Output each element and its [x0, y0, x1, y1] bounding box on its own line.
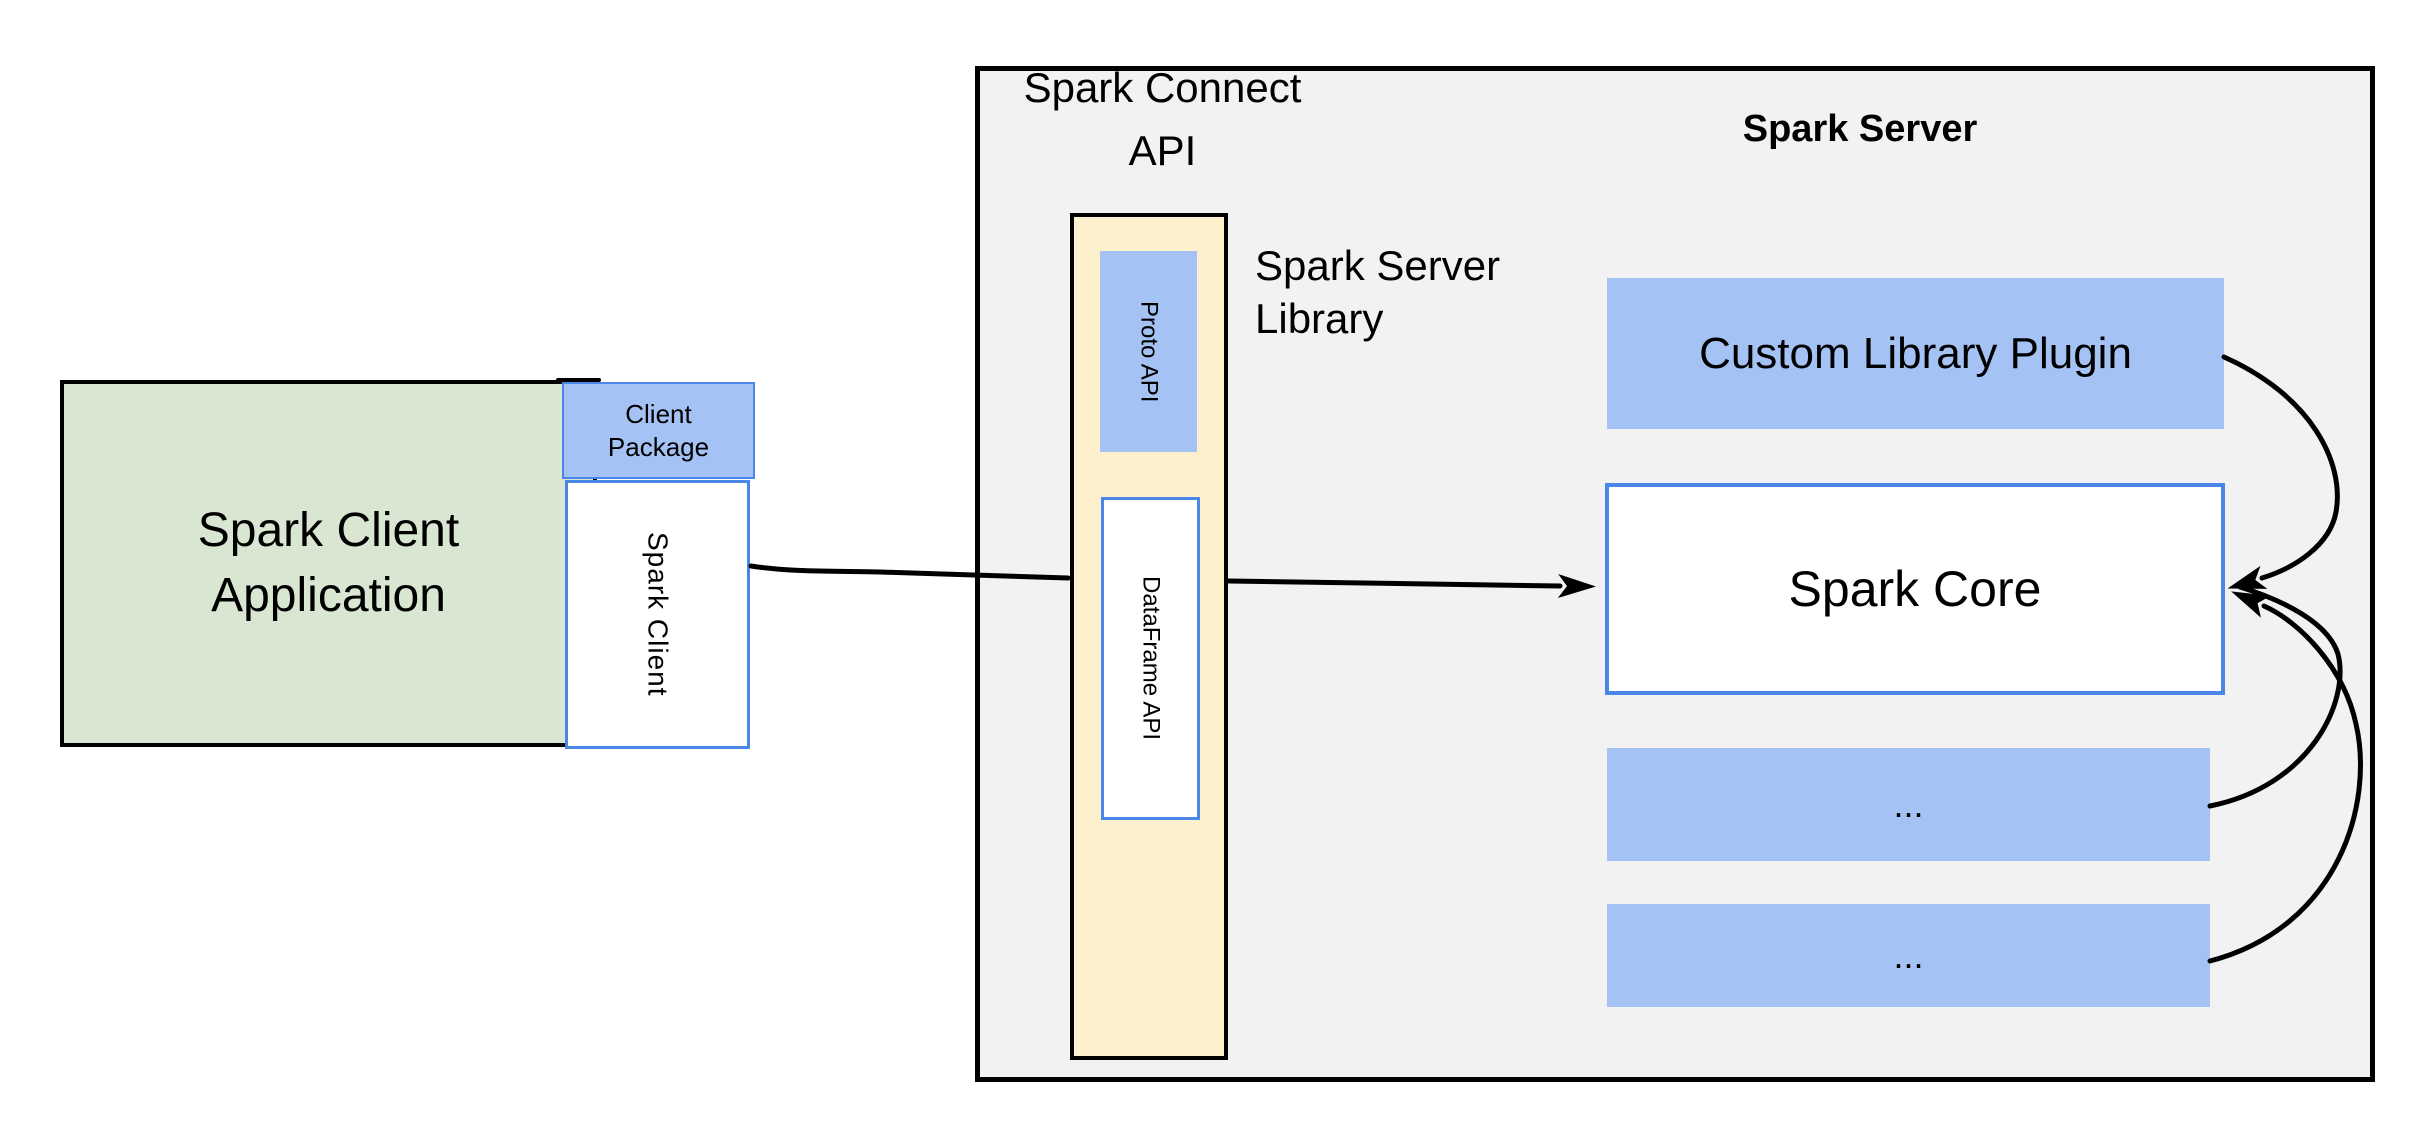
dataframe-api-box: DataFrame API [1101, 497, 1200, 820]
spark-server-title: Spark Server [1742, 108, 1978, 150]
ellipsis-label-1: ... [1893, 783, 1924, 825]
spark-client-application-label-line2: Application [211, 568, 446, 622]
spark-connect-api-title: Spark Connect API [975, 56, 1350, 182]
spark-server-library-label-line2: Library [1255, 294, 1384, 342]
ellipsis-box-2: ... [1607, 904, 2210, 1007]
spark-client-box: Spark Client [565, 480, 750, 749]
spark-client-application-label: Spark Client Application [198, 499, 459, 629]
spark-client-label: Spark Client [642, 532, 674, 697]
spark-connect-api-title-line1: Spark Connect [1023, 64, 1302, 111]
spark-core-box: Spark Core [1605, 483, 2225, 695]
client-package-box: Client Package [562, 382, 755, 479]
ellipsis-label-2: ... [1893, 934, 1924, 976]
spark-server-library-label: Spark Server Library [1255, 240, 1675, 345]
custom-library-plugin-box: Custom Library Plugin [1607, 278, 2224, 429]
ellipsis-box-1: ... [1607, 748, 2210, 861]
spark-core-label: Spark Core [1788, 561, 2042, 617]
client-package-label-line2: Package [607, 431, 710, 462]
client-package-label: Client Package [608, 398, 709, 463]
dataframe-api-label: DataFrame API [1137, 576, 1165, 741]
spark-client-application-box: Spark Client Application [60, 380, 597, 747]
spark-client-application-label-line1: Spark Client [197, 503, 460, 557]
spark-server-library-label-line1: Spark Server [1255, 242, 1501, 289]
client-package-label-line1: Client [625, 399, 692, 429]
spark-connect-api-title-line2: API [1128, 127, 1197, 174]
proto-api-label: Proto API [1135, 300, 1163, 403]
custom-library-plugin-label: Custom Library Plugin [1699, 328, 2132, 378]
proto-api-box: Proto API [1100, 251, 1197, 452]
